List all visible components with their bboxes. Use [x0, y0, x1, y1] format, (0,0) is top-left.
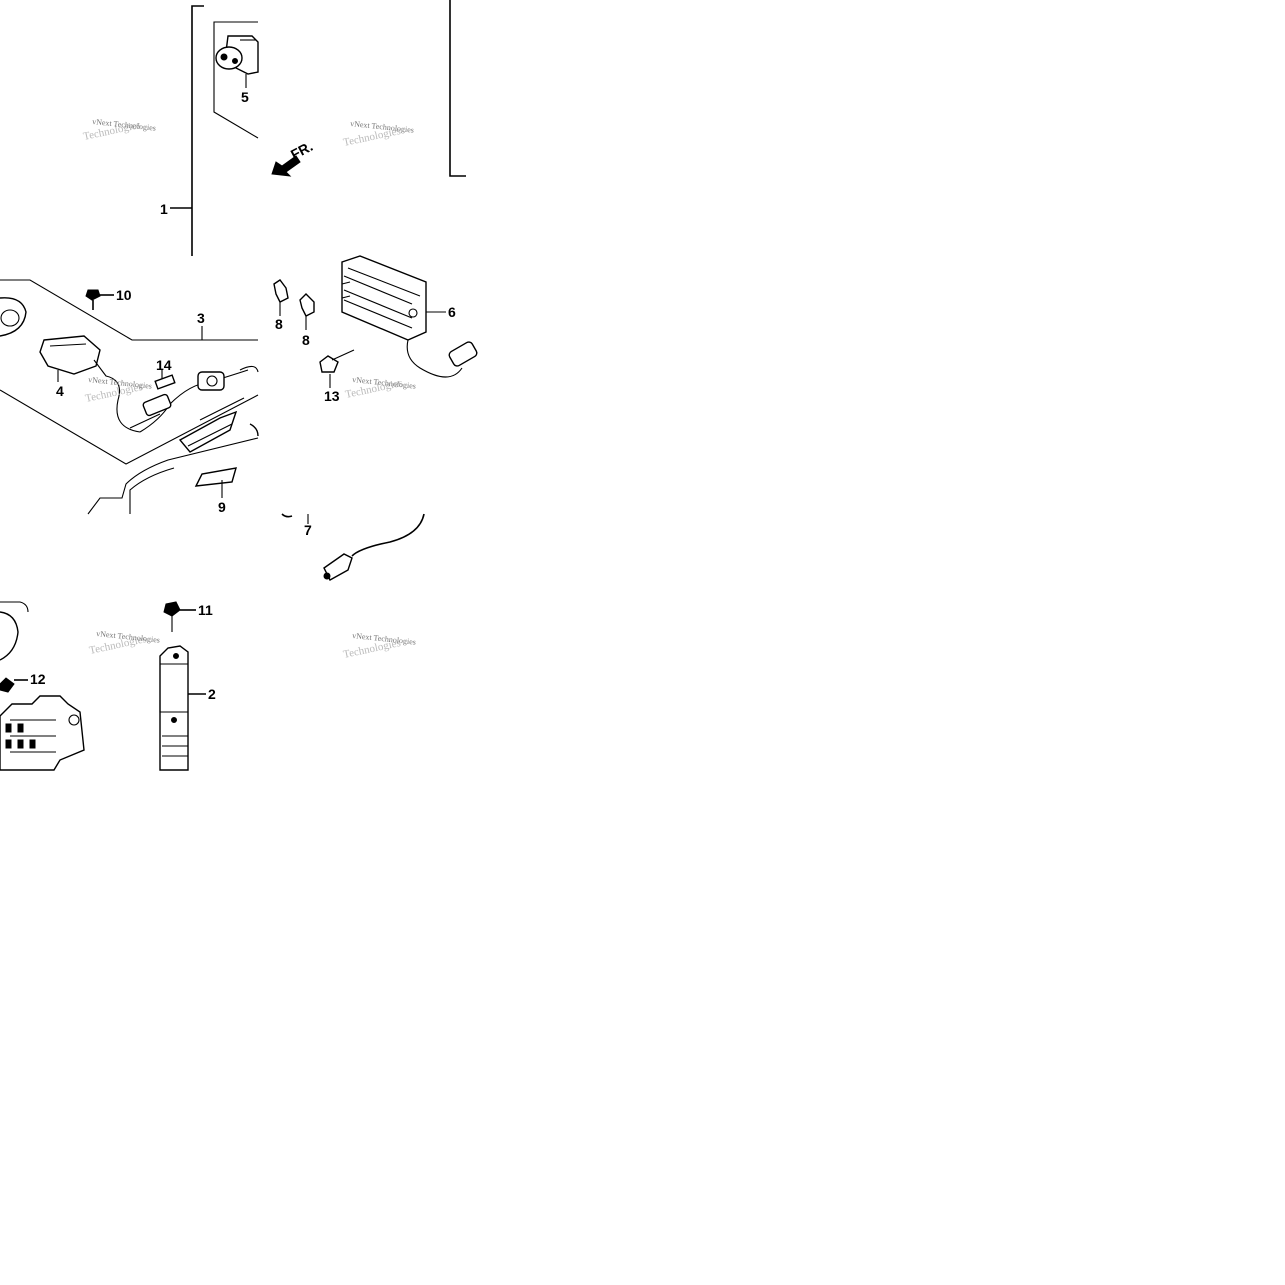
watermark-1: Technologies vNext Technologies — [82, 117, 156, 143]
watermark-5: Technologies vNext Technologies — [88, 629, 160, 657]
panel-top-left: FR. — [170, 0, 466, 256]
front-arrow-icon — [271, 155, 301, 177]
callout-5: 5 — [241, 89, 249, 105]
callout-12: 12 — [30, 671, 46, 687]
bracket-assembly-1 — [191, 5, 204, 256]
callout-13: 13 — [324, 388, 340, 404]
part-14 — [154, 370, 176, 390]
watermark-6: Technologies vNext Technologies — [342, 631, 416, 661]
harness-connectors — [129, 365, 259, 453]
grommet-bottom — [0, 611, 19, 661]
harness-frame-bottom — [0, 389, 259, 465]
part-2-unit — [159, 645, 206, 771]
watermark-4: Technologies vNext Technologies — [344, 375, 416, 401]
bolt-11 — [163, 601, 196, 632]
part-6-regulator — [341, 255, 478, 378]
callout-7: 7 — [304, 522, 312, 538]
clip-8b — [299, 293, 315, 330]
panel-middle-left — [0, 279, 259, 515]
callout-6: 6 — [448, 304, 456, 320]
callout-10: 10 — [116, 287, 132, 303]
callout-9: 9 — [218, 499, 226, 515]
clip-12 — [0, 677, 28, 693]
panel-bottom-left — [0, 601, 206, 771]
callout-11: 11 — [198, 602, 213, 618]
callout-1: 1 — [160, 201, 168, 217]
callout-4: 4 — [56, 383, 64, 399]
connector-block — [0, 695, 85, 771]
clip-8a — [273, 279, 289, 316]
callout-14: 14 — [156, 357, 172, 373]
harness-frame-top — [0, 279, 258, 341]
watermark-2: Technologies vNext Technologies — [342, 119, 414, 149]
grommet-left — [0, 297, 27, 337]
panel-middle-right — [273, 255, 478, 581]
part-9-clip — [194, 467, 237, 498]
mount-plate — [87, 437, 259, 515]
callout-8a: 8 — [275, 316, 283, 332]
part-7-sensor — [281, 513, 425, 581]
right-bracket — [449, 0, 466, 177]
part-4-coil — [39, 335, 141, 433]
bolt-13 — [319, 349, 355, 388]
part-5-connector — [215, 35, 259, 88]
callout-3: 3 — [197, 310, 205, 326]
inner-frame — [213, 21, 259, 139]
bolt-10 — [85, 289, 114, 310]
callout-8b: 8 — [302, 332, 310, 348]
callout-2: 2 — [208, 686, 216, 702]
